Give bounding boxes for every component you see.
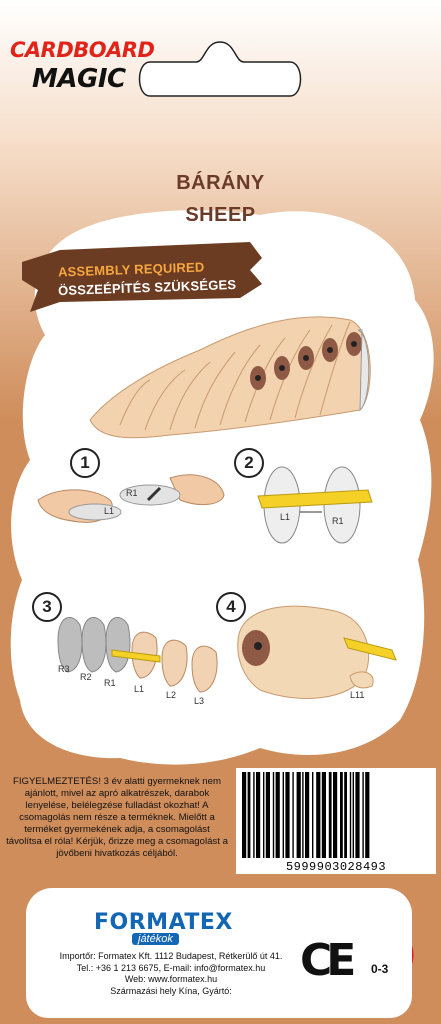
step3-label-r2: R2	[80, 672, 92, 682]
importer-line1: Importőr: Formatex Kft. 1112 Budapest, R…	[59, 951, 283, 961]
barcode-bar	[275, 772, 280, 858]
barcode-box	[236, 768, 436, 874]
barcode-bar	[321, 772, 326, 858]
logo-line2: MAGIC	[32, 64, 126, 94]
step3-label-r3: R3	[58, 664, 70, 674]
barcode-bar	[344, 772, 347, 858]
step4-label-l11: L11	[350, 690, 365, 700]
ce-mark-icon: CE	[300, 935, 356, 986]
barcode-bar	[362, 772, 364, 858]
barcode-bar	[247, 772, 251, 858]
barcode-bar	[316, 772, 321, 858]
barcode-bar	[265, 772, 270, 858]
barcode-bar	[302, 772, 304, 858]
barcode-bar	[285, 772, 290, 858]
importer-line3: Web: www.formatex.hu	[124, 974, 218, 984]
step-number-1: 1	[70, 448, 100, 478]
barcode-bar	[349, 772, 352, 858]
product-title-english: SHEEP	[185, 204, 256, 226]
importer-line2: Tel.: +36 1 213 6675, E-mail: info@forma…	[76, 962, 266, 973]
step4-illustration	[237, 605, 397, 699]
step3-label-l3: L3	[194, 696, 205, 706]
step3-illustration	[57, 616, 218, 693]
barcode-bar	[282, 772, 284, 858]
barcode-bar	[328, 772, 332, 858]
banner-shape	[22, 242, 262, 312]
barcode-bar	[253, 772, 255, 858]
step3-label-l2: L2	[166, 690, 177, 700]
choking-warning-text: FIGYELMEZTETÉS! 3 év alatti gyermeknek n…	[6, 776, 228, 859]
cardboard-magic-logo: CARDBOARD MAGIC	[10, 38, 155, 100]
step1-label-l1: L1	[104, 506, 115, 516]
step-number-3: 3	[32, 592, 62, 622]
importer-info: Importőr: Formatex Kft. 1112 Budapest, R…	[36, 951, 306, 997]
barcode-bar	[333, 772, 338, 858]
barcode-bar	[263, 772, 265, 858]
step1-illustration	[37, 474, 225, 523]
barcode-number: 5999903028493	[285, 860, 387, 874]
barcode-graphic	[242, 772, 370, 858]
barcode-bar	[292, 772, 294, 858]
step-number-4: 4	[216, 592, 246, 622]
footer-card	[26, 888, 412, 1018]
formatex-subtitle: játékok	[132, 933, 179, 945]
age-badge-label: 0-3	[371, 962, 389, 976]
step3-label-r1: R1	[104, 678, 116, 688]
barcode-bar	[352, 772, 354, 858]
hanger-slot	[138, 41, 302, 97]
step1-label-r1: R1	[126, 488, 138, 498]
barcode-bar	[312, 772, 314, 858]
barcode-bar	[355, 772, 360, 858]
step-number-2: 2	[234, 448, 264, 478]
step2-illustration	[257, 466, 373, 544]
barcode-bar	[272, 772, 275, 858]
barcode-bar	[305, 772, 310, 858]
barcode-bar	[296, 772, 301, 858]
barcode-bar	[242, 772, 247, 858]
step2-label-l1: L1	[280, 512, 291, 522]
step2-label-r1: R1	[332, 516, 344, 526]
step3-label-l1: L1	[134, 684, 145, 694]
importer-line4: Származási hely Kína, Gyártó:	[110, 985, 232, 996]
logo-line1: CARDBOARD	[10, 38, 155, 62]
sheep-model-illustration	[89, 316, 371, 439]
barcode-bar	[365, 772, 370, 858]
barcode-bar	[340, 772, 343, 858]
formatex-logo: FORMATEX	[94, 910, 233, 935]
barcode-bar	[256, 772, 261, 858]
product-title-hungarian: BÁRÁNY	[176, 172, 265, 194]
